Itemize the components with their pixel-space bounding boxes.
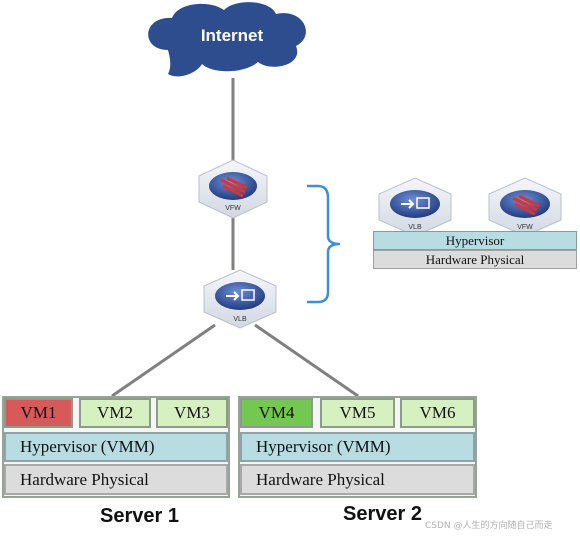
legend-hypervisor: Hypervisor <box>373 231 577 250</box>
vm-label: VM5 <box>339 403 376 422</box>
server1-vm1: VM1 <box>4 398 73 428</box>
server2-vm4: VM4 <box>240 398 313 428</box>
vm-label: VM3 <box>174 403 210 422</box>
server2-vm6: VM6 <box>400 398 475 428</box>
link-vlb-server1 <box>111 323 216 398</box>
legend-vlb-label: VLB <box>408 224 422 231</box>
legend-hypervisor-label: Hypervisor <box>445 232 505 248</box>
legend-hardware-label: Hardware Physical <box>425 251 525 267</box>
server2-hypervisor: Hypervisor (VMM) <box>240 432 475 462</box>
vm-label: VM2 <box>97 403 133 422</box>
vfw-device: VFW <box>198 159 268 219</box>
cloud-icon <box>148 2 306 77</box>
vm-label: VM4 <box>258 403 295 422</box>
legend-vlb-device: VLB <box>378 177 452 237</box>
vm-label: VM1 <box>20 403 57 422</box>
hypervisor-label: Hypervisor (VMM) <box>20 437 155 456</box>
vfw-label: VFW <box>225 205 241 212</box>
watermark-text: CSDN @人生的方向随自己而走 <box>425 521 553 531</box>
legend-vfw-device: VFW <box>488 177 562 237</box>
cloud-label: Internet <box>201 26 264 45</box>
vm-label: VM6 <box>419 403 456 422</box>
hardware-label: Hardware Physical <box>20 469 149 489</box>
vlb-label: VLB <box>233 316 247 323</box>
server2-hardware: Hardware Physical <box>240 464 475 495</box>
server2-label: Server 2 <box>343 503 422 525</box>
server2-vm5: VM5 <box>320 398 395 428</box>
server1-hypervisor: Hypervisor (VMM) <box>4 432 228 462</box>
legend-vfw-label: VFW <box>517 224 533 231</box>
server1-vm2: VM2 <box>79 398 151 428</box>
server1-vm3: VM3 <box>156 398 228 428</box>
grouping-brace <box>307 184 341 304</box>
hardware-label: Hardware Physical <box>256 469 385 489</box>
server1-label: Server 1 <box>100 505 179 527</box>
link-vlb-server2 <box>254 323 359 398</box>
connection-lines <box>111 78 359 398</box>
load-balancer-icon <box>390 190 440 218</box>
hypervisor-label: Hypervisor (VMM) <box>256 437 391 456</box>
internet-cloud: Internet <box>148 2 306 77</box>
server1-hardware: Hardware Physical <box>4 464 228 495</box>
load-balancer-icon <box>215 282 265 310</box>
legend-hardware: Hardware Physical <box>373 250 577 269</box>
vlb-device: VLB <box>203 269 277 329</box>
